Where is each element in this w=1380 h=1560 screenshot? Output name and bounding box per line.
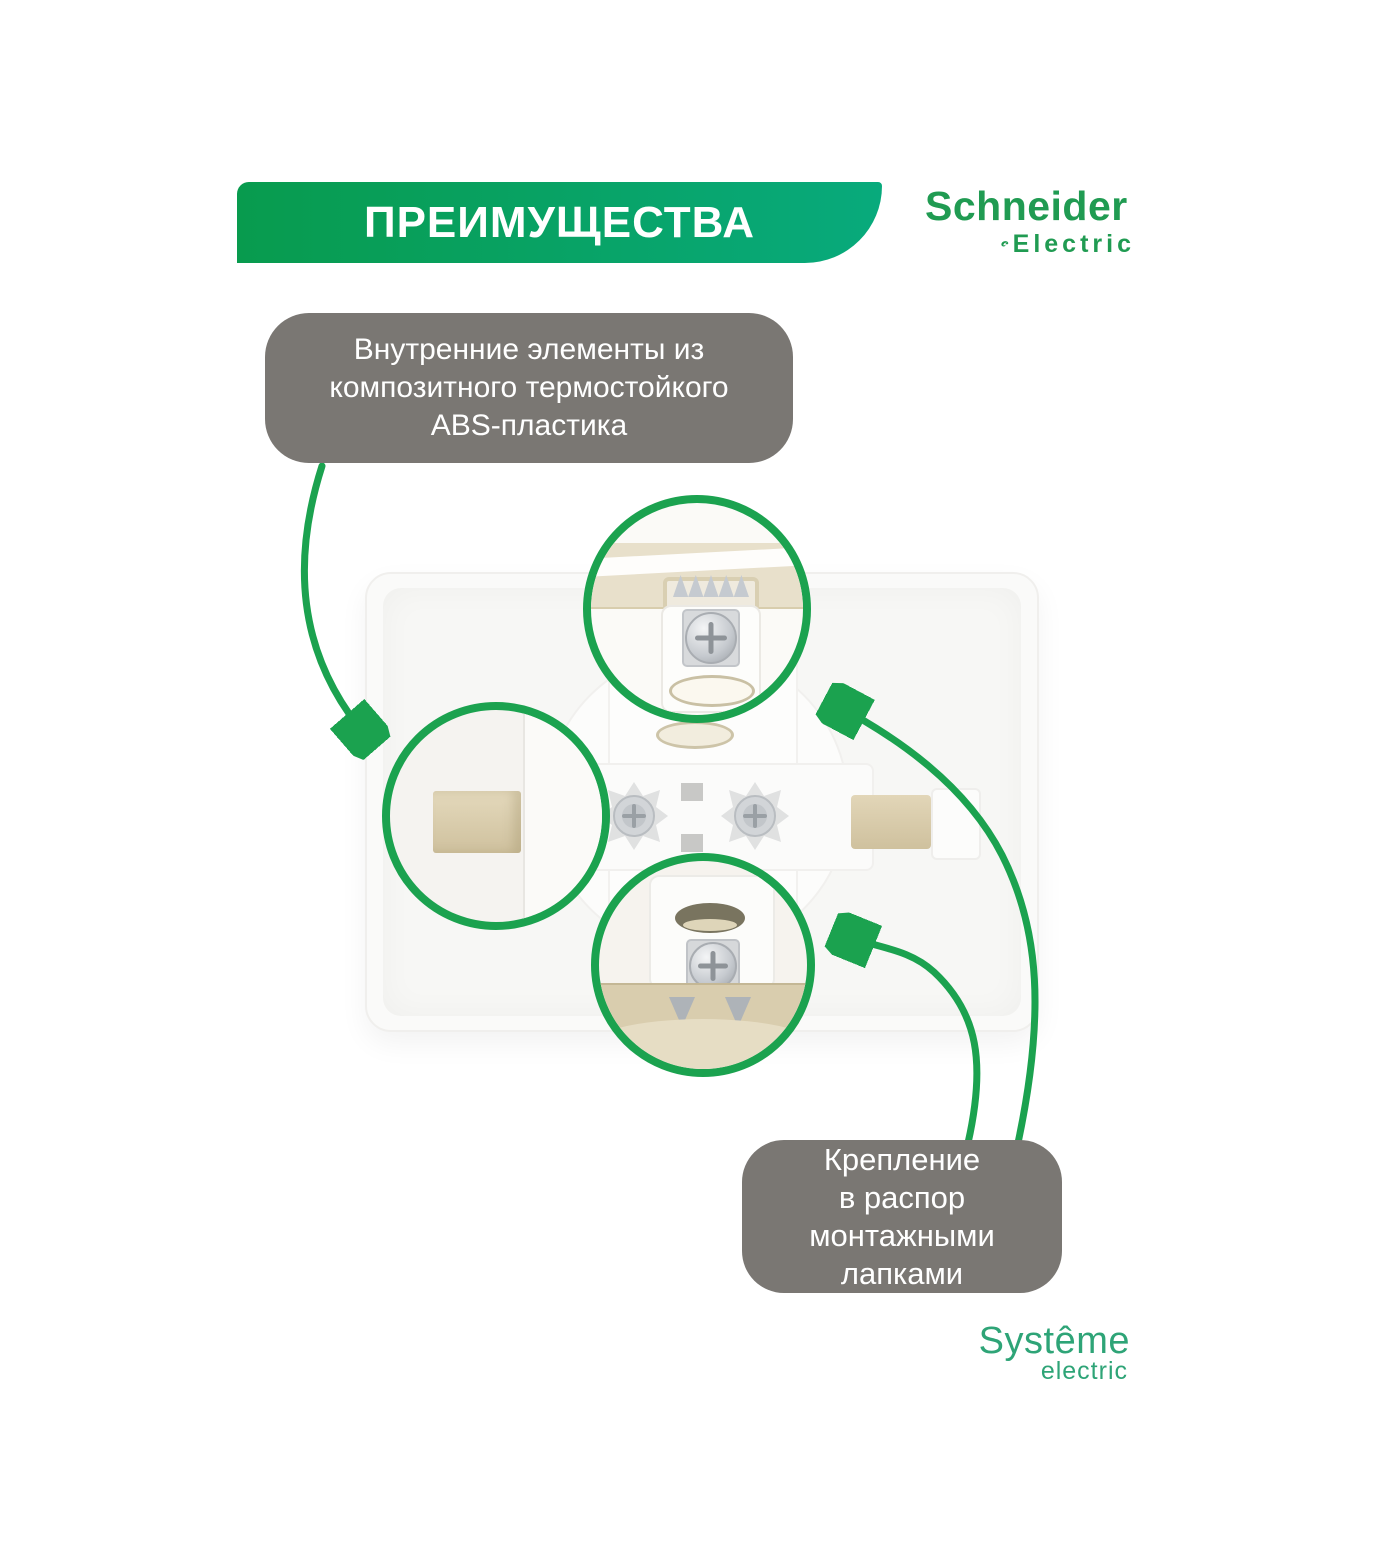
systeme-electric-logo: Systême electric (948, 1322, 1130, 1386)
systeme-logo-subtext: electric (1040, 1357, 1128, 1385)
advantages-banner: ПРЕИМУЩЕСТВА (237, 182, 882, 263)
schneider-logo-row: Electric (1001, 228, 1135, 260)
banner-title: ПРЕИМУЩЕСТВА (363, 197, 756, 247)
callout-abs-plastic: Внутренние элементы из композитного терм… (265, 313, 793, 463)
expansion-tab-right (851, 795, 931, 849)
callout-mount-line-1: Крепление (823, 1141, 981, 1177)
abs-expansion-tab (433, 791, 521, 853)
mechanism-square-upper (681, 783, 703, 801)
callout-mount-line-3: монтажными (809, 1217, 995, 1253)
terminal-screw-right-icon (721, 782, 789, 850)
callout-mount-line-2: в распор (838, 1179, 966, 1215)
claw-arc-slot (669, 675, 755, 707)
mechanism-arc-slot (656, 721, 734, 749)
zoom-circle-bottom-claw (591, 853, 815, 1077)
callout-abs-line-1: Внутренние элементы из (353, 333, 705, 366)
zoom-circle-left-tab (382, 702, 610, 930)
terminal-screw-left-icon (600, 782, 668, 850)
schneider-logo-text: Schneider (925, 183, 1128, 229)
mechanism-square-lower (681, 834, 703, 852)
abs-side-panel (523, 710, 602, 922)
schneider-electric-logo: Schneider Electric (925, 186, 1135, 266)
systeme-logo-text: Systême (978, 1320, 1130, 1362)
callout-mount-line-4: лапками (840, 1255, 964, 1291)
claw-dark-slot (675, 903, 745, 933)
schneider-s-mark-icon (1001, 241, 1009, 247)
callout-mounting-claws: Крепление в распор монтажными лапками (742, 1140, 1062, 1293)
schneider-logo-subtext: Electric (1012, 229, 1135, 258)
claw-screw-icon (685, 612, 737, 664)
callout-abs-line-3: ABS-пластика (430, 409, 628, 442)
expansion-claw-cap-right (931, 788, 981, 860)
claw-base-curve (599, 1019, 807, 1069)
callout-abs-line-2: композитного термостойкого (329, 371, 729, 404)
curved-arrow-to-left-detail-icon (300, 462, 368, 738)
zoom-circle-top-claw (583, 495, 811, 723)
